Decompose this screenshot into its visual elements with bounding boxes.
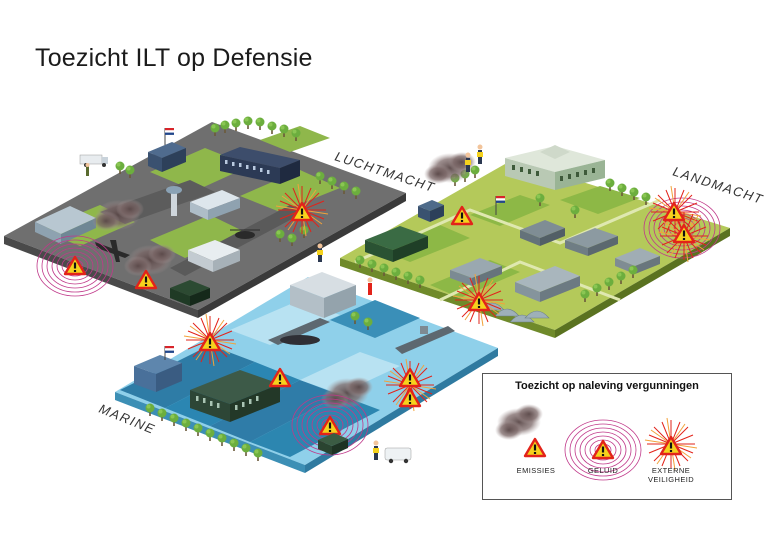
headquarters-building [148,128,186,172]
barracks-building [220,147,300,184]
van-icon [373,440,412,464]
person-icon [367,277,373,295]
legend-label-line: VEILIGHEID [647,475,695,484]
legend-panel: Toezicht op naleving vergunningen EMISSI… [482,373,732,500]
legend-label-externe-veiligheid: EXTERNE VEILIGHEID [636,466,706,484]
sector-label-landmacht: LANDMACHT [671,164,765,207]
helicopter [230,229,260,239]
control-tower [166,186,182,216]
naval-warehouse [290,272,356,318]
landmacht-sector [340,144,730,338]
army-main-building [505,145,605,190]
inspector-person [317,243,323,262]
submarine [280,335,320,345]
legend-label-line: EXTERNE [651,466,691,475]
army-depot [365,226,428,262]
marine-sector [115,272,498,473]
truck-icon [79,154,108,176]
naval-office [134,346,182,392]
legend-label-geluid: GELUID [587,466,619,475]
inspector-person [465,144,483,172]
storage-sheds [188,240,240,272]
naval-generator [318,433,348,455]
legend-label-emissies: EMISSIES [516,466,556,475]
luchtmacht-sector [4,116,406,318]
hangar-building [35,206,96,244]
naval-headquarters [190,370,280,422]
army-small-building [418,200,444,222]
legend-emissions-icon [495,404,547,458]
army-halls [450,220,660,302]
legend-safety-icon [644,417,698,471]
legend-graphics [495,404,698,481]
legend-title: Toezicht op naleving vergunningen [515,380,699,392]
generator-building [170,280,210,306]
page-title: Toezicht ILT op Defensie [35,44,313,72]
office-building [190,190,240,220]
